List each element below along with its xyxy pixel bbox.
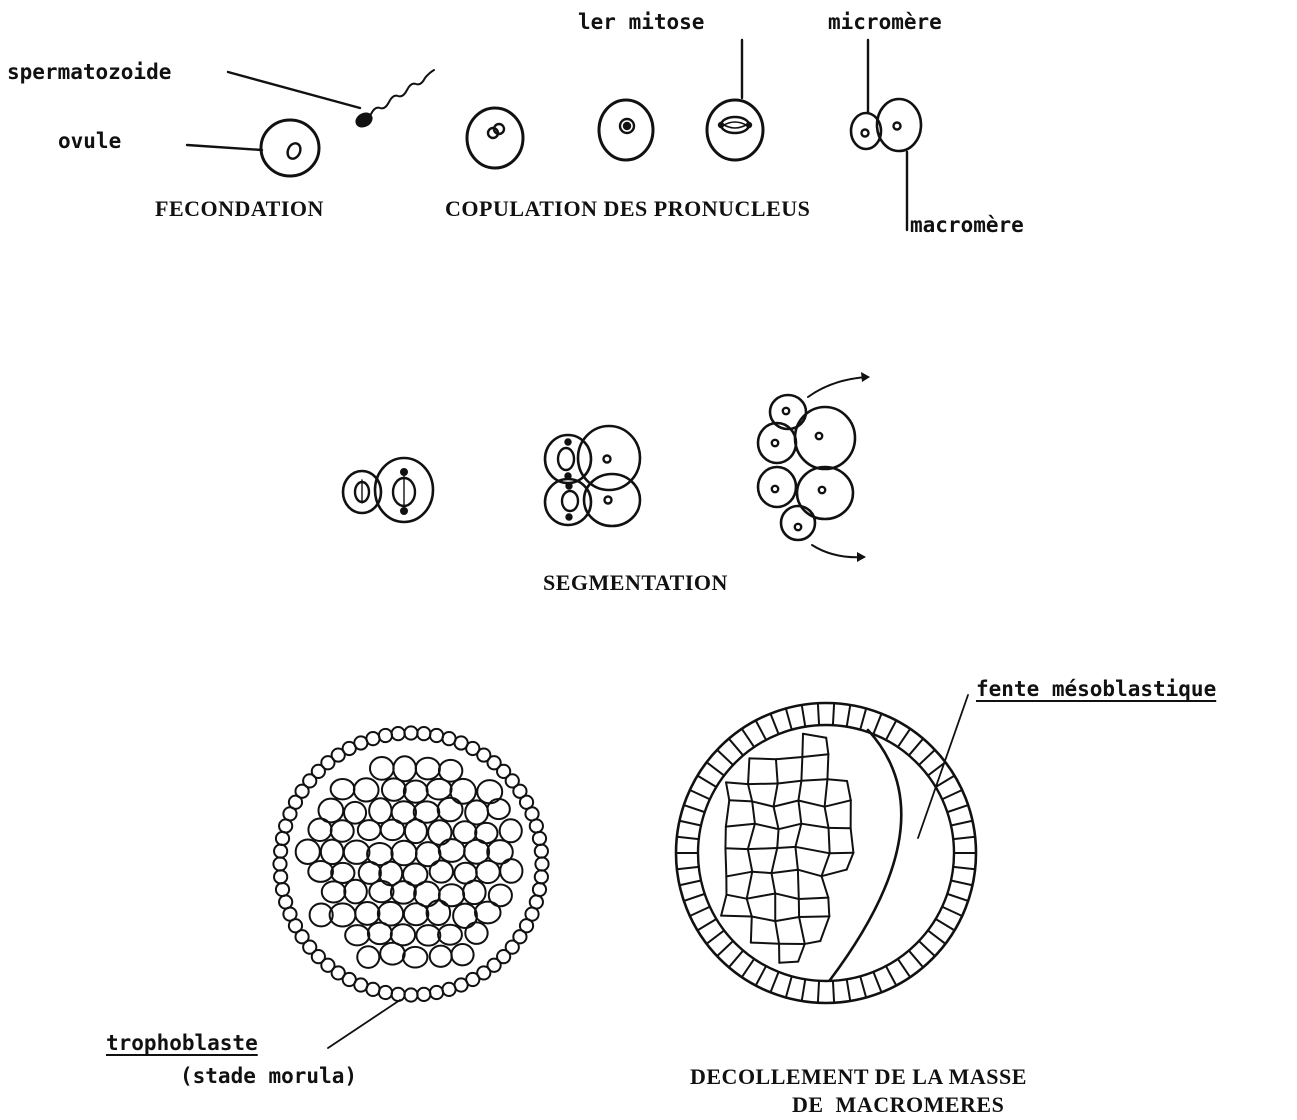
micromere-label: micromère (828, 12, 942, 33)
pronuclei-cell-2 (599, 100, 653, 160)
ovule-leader-line (187, 145, 262, 150)
decollement-caption-line2: DE MACROMERES (792, 1094, 1004, 1116)
blastocyst-cleft-stage (676, 703, 976, 1003)
fente-mesoblastique-label: fente mésoblastique (976, 679, 1216, 700)
fecondation-caption: FECONDATION (155, 198, 324, 220)
spermatozoon (353, 70, 434, 131)
segmentation-caption: SEGMENTATION (543, 572, 728, 594)
rotation-arrow-bottom (812, 545, 864, 557)
spermatozoide-label: spermatozoide (7, 62, 171, 83)
pronuclei-cell-1 (467, 108, 523, 168)
segmentation-2-cells (343, 458, 433, 522)
copulation-caption: COPULATION DES PRONUCLEUS (445, 198, 810, 220)
two-cell-stage (851, 99, 921, 151)
segmentation-8-cells (758, 372, 870, 562)
macromere-label: macromère (910, 215, 1024, 236)
morula-stage (273, 726, 548, 1001)
ovule-cell (261, 120, 319, 176)
trophoblaste-label: trophoblaste (106, 1033, 258, 1054)
decollement-caption-line1: DECOLLEMENT DE LA MASSE (690, 1066, 1027, 1088)
rotation-arrow-top (808, 377, 868, 397)
stade-morula-label: (stade morula) (180, 1066, 357, 1087)
fente-leader-line (918, 695, 968, 838)
spermatozoide-leader-line (228, 72, 360, 108)
segmentation-4-cells (545, 426, 640, 526)
mitose-label: ler mitose (578, 12, 704, 33)
trophoblaste-leader-line (328, 1000, 400, 1048)
ovule-label: ovule (58, 131, 121, 152)
first-mitosis-cell (707, 100, 763, 160)
